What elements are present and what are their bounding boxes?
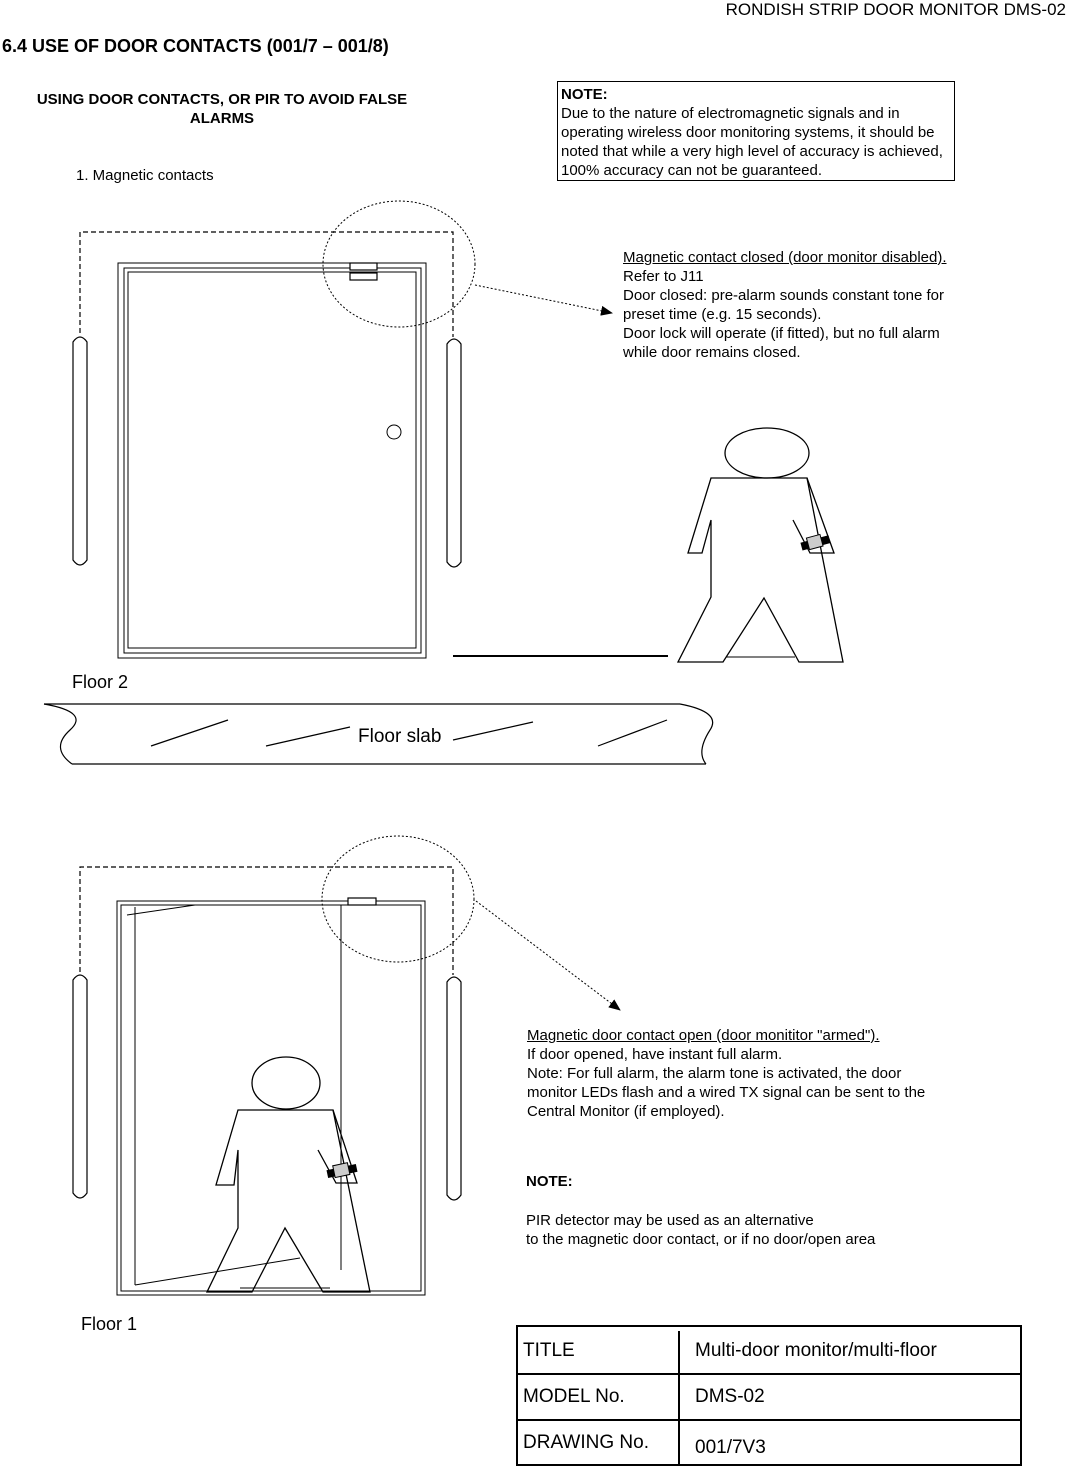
title-block-label: DRAWING No. (523, 1432, 649, 1453)
diagram-subtitle: USING DOOR CONTACTS, OR PIR TO AVOID FAL… (36, 91, 408, 127)
title-block-value: DMS-02 (695, 1386, 765, 1407)
title-block-row: TITLE Multi-door monitor/multi-floor (518, 1327, 1020, 1375)
pir-note-line: PIR detector may be used as an alternati… (526, 1212, 814, 1229)
callout-floor2-line: Refer to J11 (623, 268, 704, 285)
floor-slab-label: Floor slab (356, 726, 444, 748)
strip-monitor-right-floor1 (446, 976, 462, 1201)
callout-floor2-line: preset time (e.g. 15 seconds). (623, 306, 822, 323)
accuracy-note-box: NOTE: Due to the nature of electromagnet… (557, 81, 955, 181)
item-magnetic-contacts: 1. Magnetic contacts (76, 167, 214, 184)
magnetic-contact-open (347, 897, 377, 906)
magnetic-contact-closed (349, 262, 378, 281)
floor2-scene (72, 200, 844, 663)
note-box-title: NOTE: (561, 86, 608, 103)
title-block-row: MODEL No. DMS-02 (518, 1373, 1020, 1421)
title-block-divider (678, 1331, 680, 1464)
wristband-tag-icon (800, 533, 831, 551)
contact-wiring (79, 231, 454, 337)
callout-floor2: Magnetic contact closed (door monitor di… (623, 248, 947, 362)
callout-leader-floor2 (474, 284, 613, 316)
wristband-tag-icon-floor1 (326, 1162, 358, 1179)
callout-floor1-line: monitor LEDs flash and a wired TX signal… (527, 1084, 926, 1101)
strip-monitor-right (446, 338, 462, 568)
strip-monitor-left-floor1 (72, 974, 88, 1199)
title-block-label: MODEL No. (523, 1386, 625, 1407)
callout-floor1-line: Note: For full alarm, the alarm tone is … (527, 1065, 902, 1082)
callout-floor2-line: Door closed: pre-alarm sounds constant t… (623, 287, 944, 304)
title-block-value: Multi-door monitor/multi-floor (695, 1340, 937, 1361)
title-block-label: TITLE (523, 1340, 575, 1361)
callout-floor1-line: If door opened, have instant full alarm. (527, 1046, 783, 1063)
callout-floor1-heading: Magnetic door contact open (door monitit… (527, 1027, 880, 1044)
door-handle-icon (386, 424, 402, 440)
floor-slab (43, 703, 714, 765)
pir-note-line: to the magnetic door contact, or if no d… (526, 1231, 876, 1248)
callout-floor1: Magnetic door contact open (door monitit… (527, 1026, 925, 1121)
callout-floor1-line: Central Monitor (if employed). (527, 1103, 725, 1120)
floor1-label: Floor 1 (81, 1314, 138, 1334)
callout-floor2-heading: Magnetic contact closed (door monitor di… (623, 249, 947, 266)
floor1-scene (72, 835, 621, 1296)
title-block: TITLE Multi-door monitor/multi-floor MOD… (516, 1325, 1022, 1466)
person-icon-floor1 (205, 1056, 371, 1293)
strip-monitor-left (72, 336, 88, 566)
title-block-value: 001/7V3 (695, 1437, 766, 1458)
note-box-text: Due to the nature of electromagnetic sig… (561, 105, 943, 179)
person-icon (676, 427, 844, 663)
document-header: RONDISH STRIP DOOR MONITOR DMS-02 (725, 0, 1066, 19)
pir-note: PIR detector may be used as an alternati… (526, 1211, 875, 1249)
closed-door (117, 262, 427, 659)
callout-floor2-line: while door remains closed. (623, 344, 801, 361)
pir-note-title: NOTE: (526, 1173, 573, 1190)
callout-leader-floor1 (475, 900, 621, 1011)
title-block-row: DRAWING No. 001/7V3 (518, 1419, 1020, 1465)
callout-floor2-line: Door lock will operate (if fitted), but … (623, 325, 940, 342)
section-title: 6.4 USE OF DOOR CONTACTS (001/7 – 001/8) (2, 36, 389, 56)
floor2-label: Floor 2 (72, 672, 129, 692)
contact-highlight-circle (322, 200, 476, 328)
